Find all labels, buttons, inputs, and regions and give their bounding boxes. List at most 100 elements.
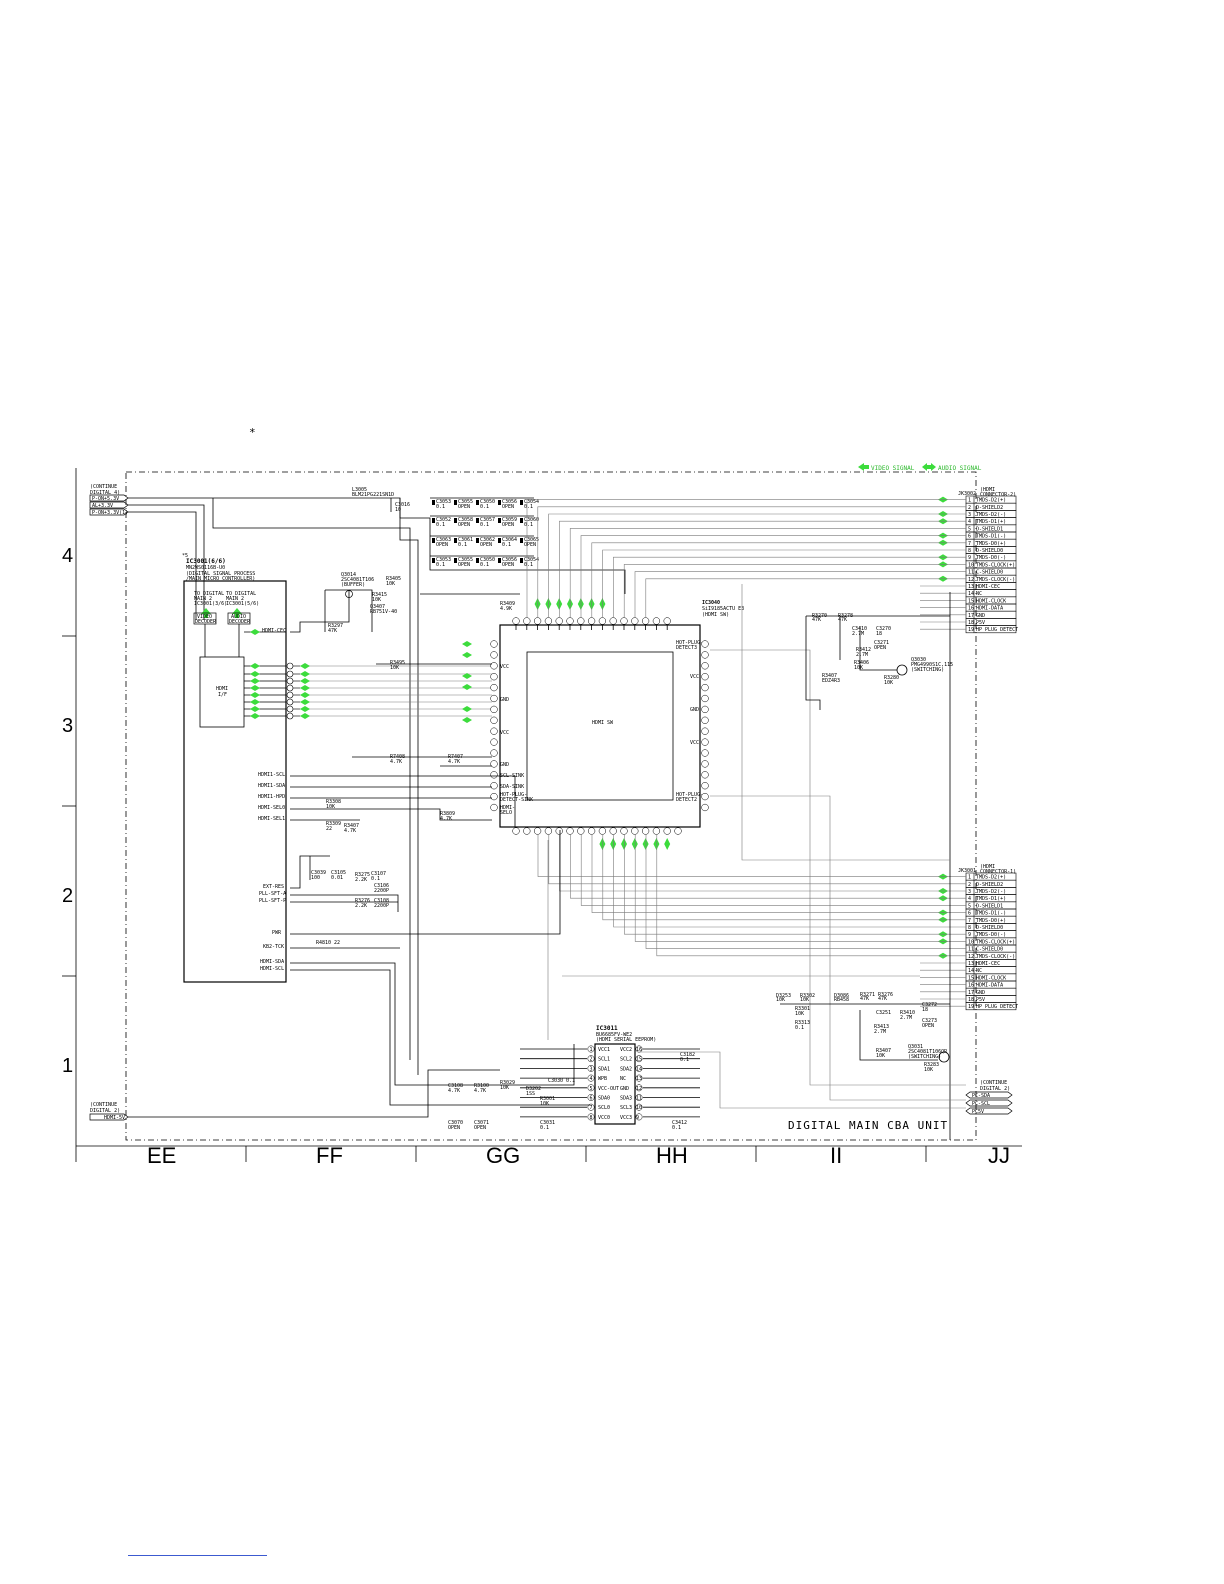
video-signal-arrow-icon [858, 463, 869, 471]
svg-text:10K: 10K [924, 1067, 933, 1073]
svg-text:4.7K: 4.7K [474, 1088, 486, 1094]
jack-pin-number: 1 [968, 875, 971, 881]
svg-text:R3029: R3029 [500, 1080, 515, 1086]
cap-ref: C3053 [436, 557, 451, 563]
left-top-signal: P-ON+5.3V [92, 496, 119, 502]
svg-text:C3410: C3410 [852, 626, 867, 632]
ic3040: HDMI SW IC3040 SiI9185ACTU E3 (HDMI SW) … [499, 600, 744, 828]
svg-text:1: 1 [590, 1047, 593, 1053]
svg-text:R3407: R3407 [822, 673, 837, 679]
cap-value: OPEN [480, 542, 492, 548]
svg-text:1SS: 1SS [526, 1091, 535, 1097]
svg-text:IC3001(3/6): IC3001(3/6) [194, 601, 227, 607]
svg-text:22: 22 [326, 826, 332, 832]
svg-text:HOT-PLUG-: HOT-PLUG- [676, 792, 703, 798]
zone-labels: EE FF GG HH II JJ 4 3 2 1 [62, 545, 1010, 1168]
jack-pin-number: 17 [968, 990, 974, 996]
svg-text:R3313: R3313 [795, 1020, 810, 1026]
svg-text:(HDMI SERIAL EEPROM): (HDMI SERIAL EEPROM) [596, 1037, 656, 1043]
cap-value: OPEN [458, 522, 470, 528]
svg-text:47K: 47K [812, 617, 821, 623]
svg-text:AUDIO: AUDIO [231, 614, 246, 620]
svg-text:HDMI-SCL: HDMI-SCL [260, 966, 284, 972]
lower-components: C3108 4.7K R3100 4.7K R3029 10K D3202 1S… [311, 601, 695, 1131]
jack-pin-label: D-SHIELD1 [976, 526, 1003, 532]
unit-title: DIGITAL MAIN CBA UNIT [788, 1119, 948, 1132]
cap-value: OPEN [458, 562, 470, 568]
jack-pin-label: TMDS-D0(-) [976, 932, 1006, 938]
svg-text:C3108: C3108 [374, 898, 389, 904]
svg-text:0.1: 0.1 [566, 1078, 575, 1084]
jack-pin-label: HP PLUG DETECT [976, 1004, 1018, 1010]
cap-ref: C3050 [480, 557, 495, 563]
jack-pin-number: 14 [968, 591, 974, 597]
coil-l3005: L3005 [352, 487, 367, 493]
svg-text:Q3031: Q3031 [908, 1044, 923, 1050]
cap-ref: C3056 [502, 557, 517, 563]
svg-text:0.1: 0.1 [540, 1125, 549, 1131]
svg-text:2SC4081T106: 2SC4081T106 [341, 577, 374, 583]
zone-col-hh: HH [656, 1143, 688, 1168]
svg-text:R3302: R3302 [800, 993, 815, 999]
svg-text:10K: 10K [500, 1085, 509, 1091]
svg-text:HDMI1-HPD: HDMI1-HPD [258, 794, 285, 800]
svg-text:C3031: C3031 [540, 1120, 555, 1126]
svg-text:R3415: R3415 [372, 592, 387, 598]
svg-text:HDMI1-SDA: HDMI1-SDA [258, 783, 285, 789]
jack-pin-label: TMDS-D1(+) [976, 896, 1006, 902]
svg-text:R3809: R3809 [440, 811, 455, 817]
svg-text:RB458: RB458 [834, 997, 849, 1003]
svg-text:2.7M: 2.7M [852, 631, 864, 637]
svg-text:DETECT3: DETECT3 [676, 645, 697, 651]
jack-pin-number: 8 [968, 548, 971, 554]
svg-text:D3086: D3086 [834, 993, 849, 999]
eeprom-right-pin: SDA3 [620, 1096, 632, 1102]
cap-value: 0.1 [480, 562, 489, 568]
svg-text:0.1: 0.1 [680, 1057, 689, 1063]
svg-text:3: 3 [590, 1066, 593, 1072]
cap-value: 0.1 [524, 504, 533, 510]
cap-value: OPEN [524, 542, 536, 548]
jack-pin-number: 17 [968, 613, 974, 619]
svg-text:0.1: 0.1 [795, 1025, 804, 1031]
zone-col-gg: GG [486, 1143, 520, 1168]
jack-pin-label: GND [976, 613, 985, 619]
svg-text:10K: 10K [326, 804, 335, 810]
cap-value: OPEN [502, 562, 514, 568]
svg-text:C3106: C3106 [374, 883, 389, 889]
svg-text:C3039: C3039 [311, 870, 326, 876]
svg-text:10K: 10K [776, 997, 785, 1003]
svg-text:0.01: 0.01 [331, 875, 343, 881]
svg-text:18: 18 [876, 631, 882, 637]
jack-pin-number: 4 [968, 896, 971, 902]
jack-pin-label: D-SHIELD1 [976, 903, 1003, 909]
jack-pin-number: 7 [968, 541, 971, 547]
eeprom-left-pin: SCL1 [598, 1057, 610, 1063]
svg-text:DIGITAL 2): DIGITAL 2) [980, 1086, 1010, 1092]
cap-value: OPEN [502, 522, 514, 528]
jack-pin-number: 19 [968, 1004, 974, 1010]
svg-text:SELO: SELO [500, 810, 512, 816]
svg-text:OPEN: OPEN [474, 1125, 486, 1131]
svg-text:2SC4081T106QR: 2SC4081T106QR [908, 1049, 948, 1055]
ic3001-part: MN2WS0116B-U0 [186, 565, 225, 571]
jack-pin-number: 4 [968, 519, 971, 525]
cap-c3016: C3016 [395, 502, 410, 508]
jack-pin-number: 10 [968, 939, 974, 945]
jack-pin-number: 3 [968, 512, 971, 518]
svg-text:R3271: R3271 [860, 992, 875, 998]
eeprom-left-pin: SDA1 [598, 1066, 610, 1072]
svg-text:R3270: R3270 [812, 613, 827, 619]
svg-text:(HDMI: (HDMI [980, 487, 995, 493]
misc-wiring [290, 593, 590, 1106]
svg-text:HDMI-SEL1: HDMI-SEL1 [258, 816, 285, 822]
svg-text:14: 14 [636, 1066, 642, 1072]
jack-pin-label: GND [976, 990, 985, 996]
jack-pin-number: 19 [968, 627, 974, 633]
svg-text:HDMI: HDMI [216, 686, 228, 692]
eeprom-left-pin: VCC0 [598, 1115, 610, 1121]
svg-text:22: 22 [334, 940, 340, 946]
svg-text:/MAIN MICRO CONTROLLER): /MAIN MICRO CONTROLLER) [186, 576, 255, 582]
